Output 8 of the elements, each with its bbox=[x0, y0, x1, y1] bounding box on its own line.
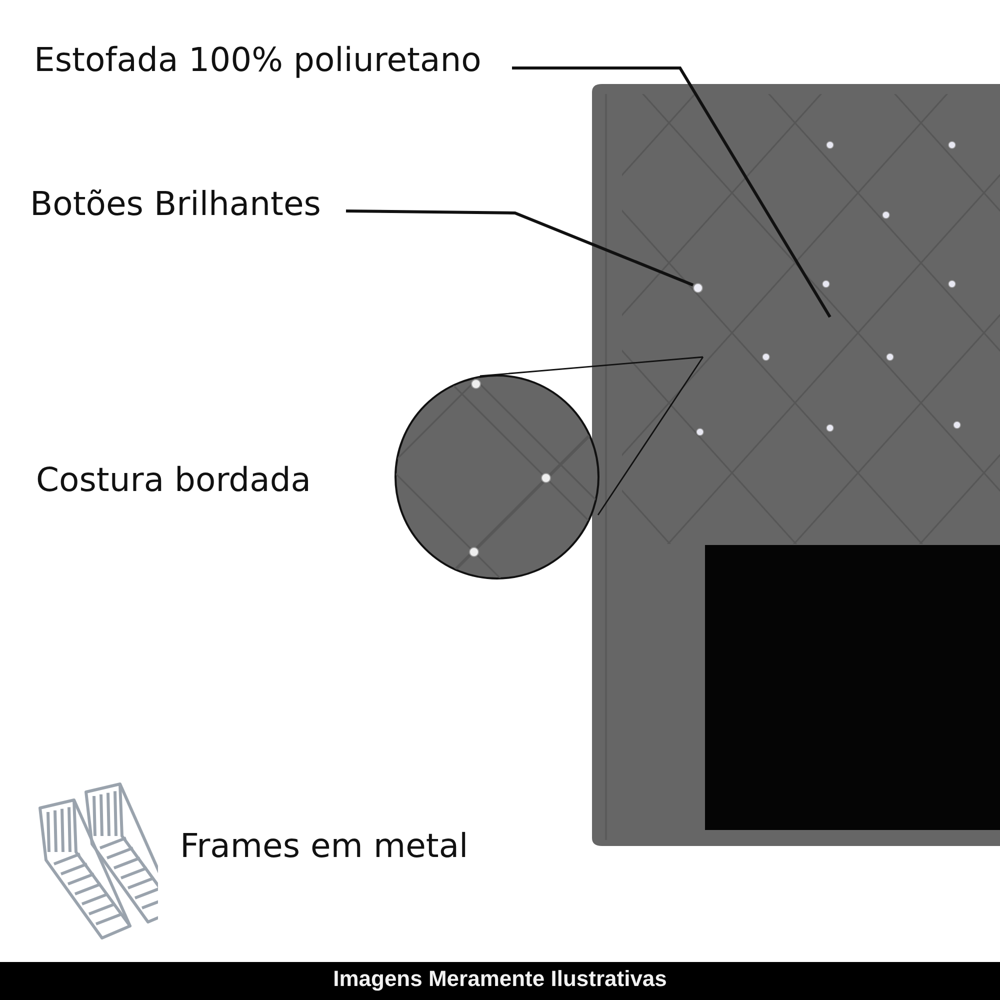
caption-bar: Imagens Meramente Ilustrativas bbox=[0, 962, 1000, 1000]
leader-line bbox=[512, 66, 832, 318]
callout-text: Estofada 100% poliuretano bbox=[34, 40, 482, 80]
magnifier-lines bbox=[479, 356, 704, 516]
feature-label: Frames em metal bbox=[180, 826, 468, 866]
callout-text: Botões Brilhantes bbox=[30, 184, 322, 224]
leader-line bbox=[346, 210, 694, 286]
feature-label: Costura bordada bbox=[36, 460, 312, 500]
